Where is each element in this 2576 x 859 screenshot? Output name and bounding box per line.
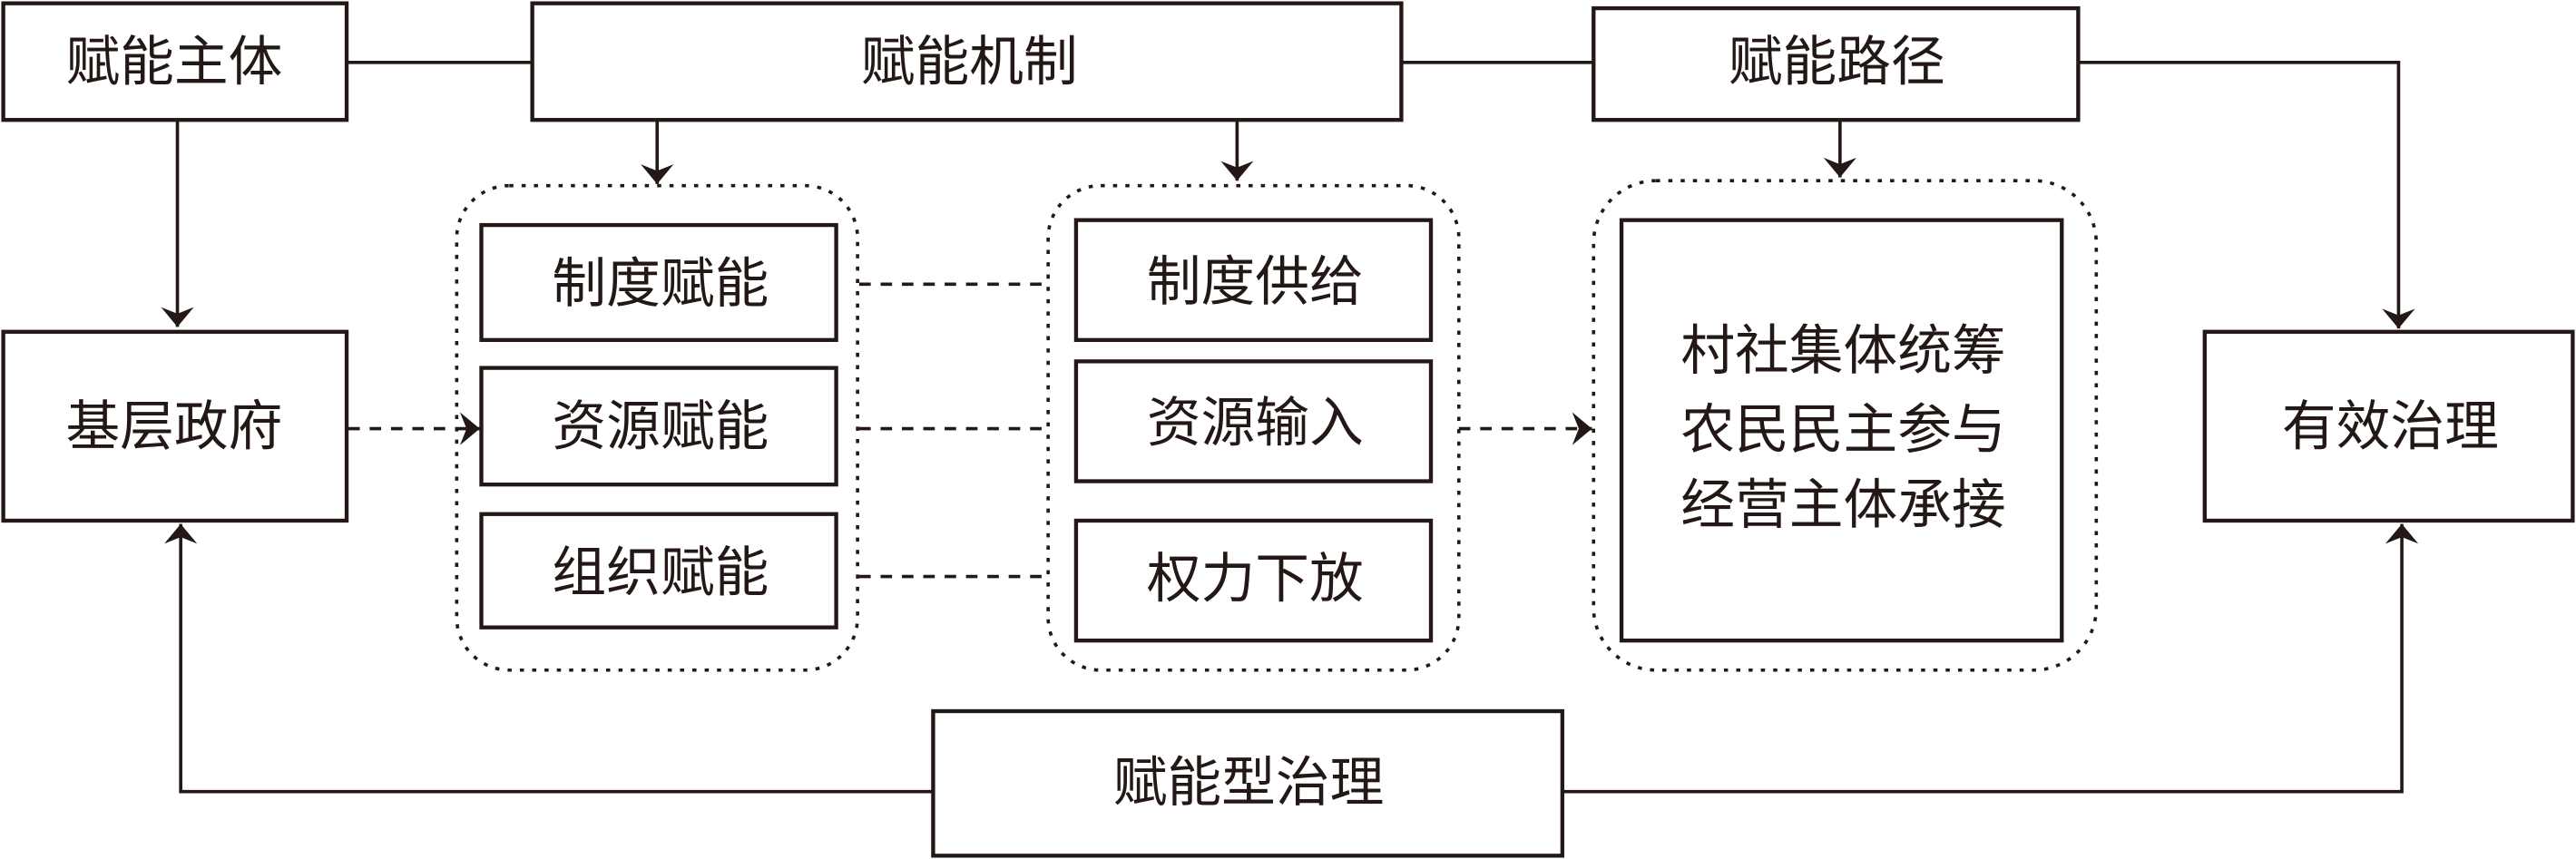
empowerment-item-organization: 组织赋能 — [479, 512, 838, 630]
arrow-governance-to-outcome — [1562, 523, 2419, 794]
arrow-governance-to-government — [164, 523, 934, 794]
supply-item-label: 资源输入 — [1147, 393, 1364, 455]
node-subject: 赋能主体 — [1, 1, 349, 122]
connectors — [161, 61, 2419, 794]
node-subject-label: 赋能主体 — [65, 31, 282, 93]
empowerment-item-label: 资源赋能 — [552, 395, 769, 458]
empowerment-group-frame — [455, 183, 859, 672]
path-item-label: 村社集体统筹 — [1680, 320, 2005, 383]
path-item-label: 经营主体承接 — [1680, 474, 2005, 537]
supply-item-institution: 制度供给 — [1073, 218, 1434, 342]
node-outcome-label: 有效治理 — [2282, 395, 2499, 458]
node-outcome: 有效治理 — [2202, 329, 2575, 523]
node-mechanism-label: 赋能机制 — [861, 31, 1078, 93]
node-government: 基层政府 — [1, 329, 349, 523]
node-mechanism: 赋能机制 — [530, 1, 1404, 122]
path-item-label: 农民民主参与 — [1680, 399, 2005, 462]
supply-item-resource: 资源输入 — [1073, 359, 1434, 483]
path-item-box: 村社集体统筹 农民民主参与 经营主体承接 — [1619, 218, 2064, 643]
empowerment-item-institution: 制度赋能 — [479, 222, 838, 342]
path-group-frame — [1592, 179, 2099, 672]
node-path-label: 赋能路径 — [1729, 31, 1945, 93]
node-governance-label: 赋能型治理 — [1113, 752, 1385, 815]
arrow-path-to-outcome — [2078, 61, 2415, 329]
supply-item-label: 权力下放 — [1147, 549, 1364, 611]
node-government-label: 基层政府 — [65, 395, 282, 458]
empowerment-item-label: 组织赋能 — [552, 542, 769, 604]
supply-item-label: 制度供给 — [1147, 251, 1364, 314]
node-path: 赋能路径 — [1592, 5, 2081, 122]
empowerment-item-label: 制度赋能 — [552, 253, 769, 316]
empowerment-item-resource: 资源赋能 — [479, 366, 838, 487]
supply-item-power: 权力下放 — [1073, 518, 1434, 643]
node-governance: 赋能型治理 — [931, 708, 1565, 858]
